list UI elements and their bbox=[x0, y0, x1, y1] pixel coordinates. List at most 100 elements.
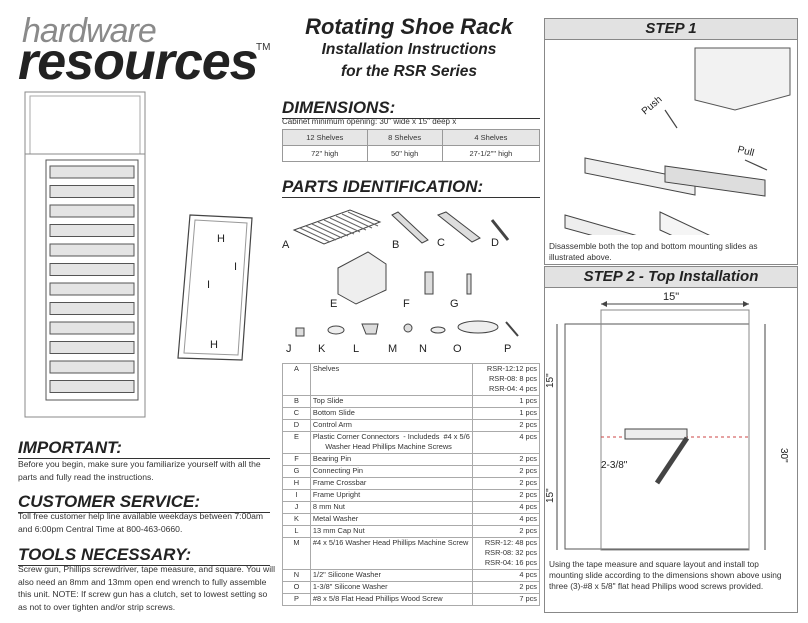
parts-qty: 1 pcs bbox=[471, 395, 541, 408]
part-small-hardware-image bbox=[295, 320, 519, 337]
part-label-m: M bbox=[388, 343, 397, 355]
customer-service-text: Toll free customer help line available w… bbox=[18, 511, 264, 534]
dim-top-label: 15" bbox=[545, 373, 556, 388]
part-control-arm-image bbox=[490, 219, 510, 241]
parts-name: #8 x 5/8 Flat Head Phillips Wood Screw bbox=[310, 593, 473, 606]
parts-letter: H bbox=[282, 477, 311, 490]
shelf-wire bbox=[341, 213, 373, 229]
frame-label-h-bottom: H bbox=[210, 339, 218, 351]
customer-service-heading: CUSTOMER SERVICE: bbox=[18, 492, 270, 513]
parts-name: Shelves bbox=[310, 363, 473, 396]
parts-letter: E bbox=[282, 431, 311, 454]
cabinet-shelf bbox=[49, 341, 135, 354]
parts-name: Metal Washer bbox=[310, 513, 473, 526]
parts-qty: 2 pcs bbox=[471, 419, 541, 432]
parts-letter: N bbox=[282, 569, 311, 582]
parts-letter: K bbox=[282, 513, 311, 526]
parts-letter: A bbox=[282, 363, 311, 396]
part-label-k: K bbox=[318, 343, 326, 355]
parts-qty: 2 pcs bbox=[471, 453, 541, 466]
step1-caption: Disassemble both the top and bottom moun… bbox=[549, 241, 758, 262]
push-label: Push bbox=[640, 94, 665, 117]
pull-label: Pull bbox=[736, 144, 755, 159]
tools-text: Screw gun, Phillips screwdriver, tape me… bbox=[18, 564, 275, 612]
parts-name: 8 mm Nut bbox=[310, 501, 473, 514]
parts-qty: RSR-12: 48 pcs RSR-08: 32 pcs RSR-04: 16… bbox=[471, 537, 541, 570]
part-connecting-pin-image bbox=[466, 273, 472, 295]
cabinet-shelf bbox=[49, 263, 135, 276]
cabinet-shelf bbox=[49, 282, 135, 296]
cabinet-shelf bbox=[49, 224, 135, 237]
parts-letter: I bbox=[282, 489, 311, 502]
shelf-wire bbox=[305, 225, 337, 241]
parts-name: Control Arm bbox=[310, 419, 473, 432]
cabinet-shelf bbox=[49, 302, 135, 315]
part-label-n: N bbox=[419, 343, 427, 355]
frame-diagram: H I I H bbox=[177, 214, 253, 361]
important-text: Before you begin, make sure you familiar… bbox=[18, 459, 261, 482]
parts-letter: L bbox=[282, 525, 311, 538]
dimensions-table: 12 Shelves 8 Shelves 4 Shelves 72" high … bbox=[282, 129, 541, 162]
part-top-slide-image bbox=[391, 211, 429, 244]
step1-illustration: Push Pull bbox=[564, 47, 791, 263]
part-bottom-slide-image bbox=[436, 211, 481, 243]
part-label-d: D bbox=[491, 237, 499, 249]
parts-qty: RSR-12:12 pcs RSR-08: 8 pcs RSR-04: 4 pc… bbox=[471, 363, 541, 396]
frame-label-i-left: I bbox=[207, 279, 210, 291]
shelf-wire bbox=[335, 215, 367, 231]
parts-heading: PARTS IDENTIFICATION: bbox=[282, 177, 540, 198]
parts-name: Frame Crossbar bbox=[310, 477, 473, 490]
cabinet-shelf bbox=[49, 360, 135, 374]
parts-qty: 2 pcs bbox=[471, 465, 541, 478]
parts-qty: 4 pcs bbox=[471, 501, 541, 514]
part-label-c: C bbox=[437, 237, 445, 249]
cabinet-shelf bbox=[49, 165, 135, 179]
step1-heading: STEP 1 bbox=[545, 19, 797, 40]
parts-letter: M bbox=[282, 537, 311, 570]
parts-name: Connecting Pin bbox=[310, 465, 473, 478]
parts-letter: D bbox=[282, 419, 311, 432]
part-label-o: O bbox=[453, 343, 462, 355]
parts-letter: O bbox=[282, 581, 311, 594]
parts-name: Frame Upright bbox=[310, 489, 473, 502]
parts-name: Bearing Pin bbox=[310, 453, 473, 466]
tools-heading: TOOLS NECESSARY: bbox=[18, 545, 270, 566]
shelf-wire bbox=[317, 221, 349, 237]
parts-letter: G bbox=[282, 465, 311, 478]
parts-name: #4 x 5/16 Washer Head Phillips Machine S… bbox=[310, 537, 473, 570]
parts-letter: J bbox=[282, 501, 311, 514]
part-label-a: A bbox=[282, 239, 290, 251]
parts-table-row: M#4 x 5/16 Washer Head Phillips Machine … bbox=[282, 537, 541, 570]
step1-panel: STEP 1 Push Pull Disassemble both the to… bbox=[544, 18, 798, 265]
parts-name: Plastic Corner Connectors - Includeds #4… bbox=[310, 431, 473, 454]
parts-letter: C bbox=[282, 407, 311, 420]
frame-label-i-right: I bbox=[234, 261, 237, 273]
parts-qty: 2 pcs bbox=[471, 489, 541, 502]
dim-value-4: 27-1/2"" high bbox=[441, 145, 541, 162]
dim-header-8: 8 Shelves bbox=[366, 129, 443, 146]
parts-qty: 2 pcs bbox=[471, 525, 541, 538]
dim-header-4: 4 Shelves bbox=[441, 129, 541, 146]
page-title: Rotating Shoe Rack bbox=[305, 14, 513, 39]
brand-tm: TM bbox=[256, 42, 271, 53]
parts-name: 13 mm Cap Nut bbox=[310, 525, 473, 538]
step2-illustration: 15" 15" 15" 30" 2-3/8" bbox=[545, 291, 789, 551]
parts-qty: 2 pcs bbox=[471, 581, 541, 594]
parts-qty: 2 pcs bbox=[471, 477, 541, 490]
part-label-p: P bbox=[504, 343, 511, 355]
shelf-wire bbox=[311, 223, 343, 239]
shelf-wire bbox=[323, 219, 355, 235]
